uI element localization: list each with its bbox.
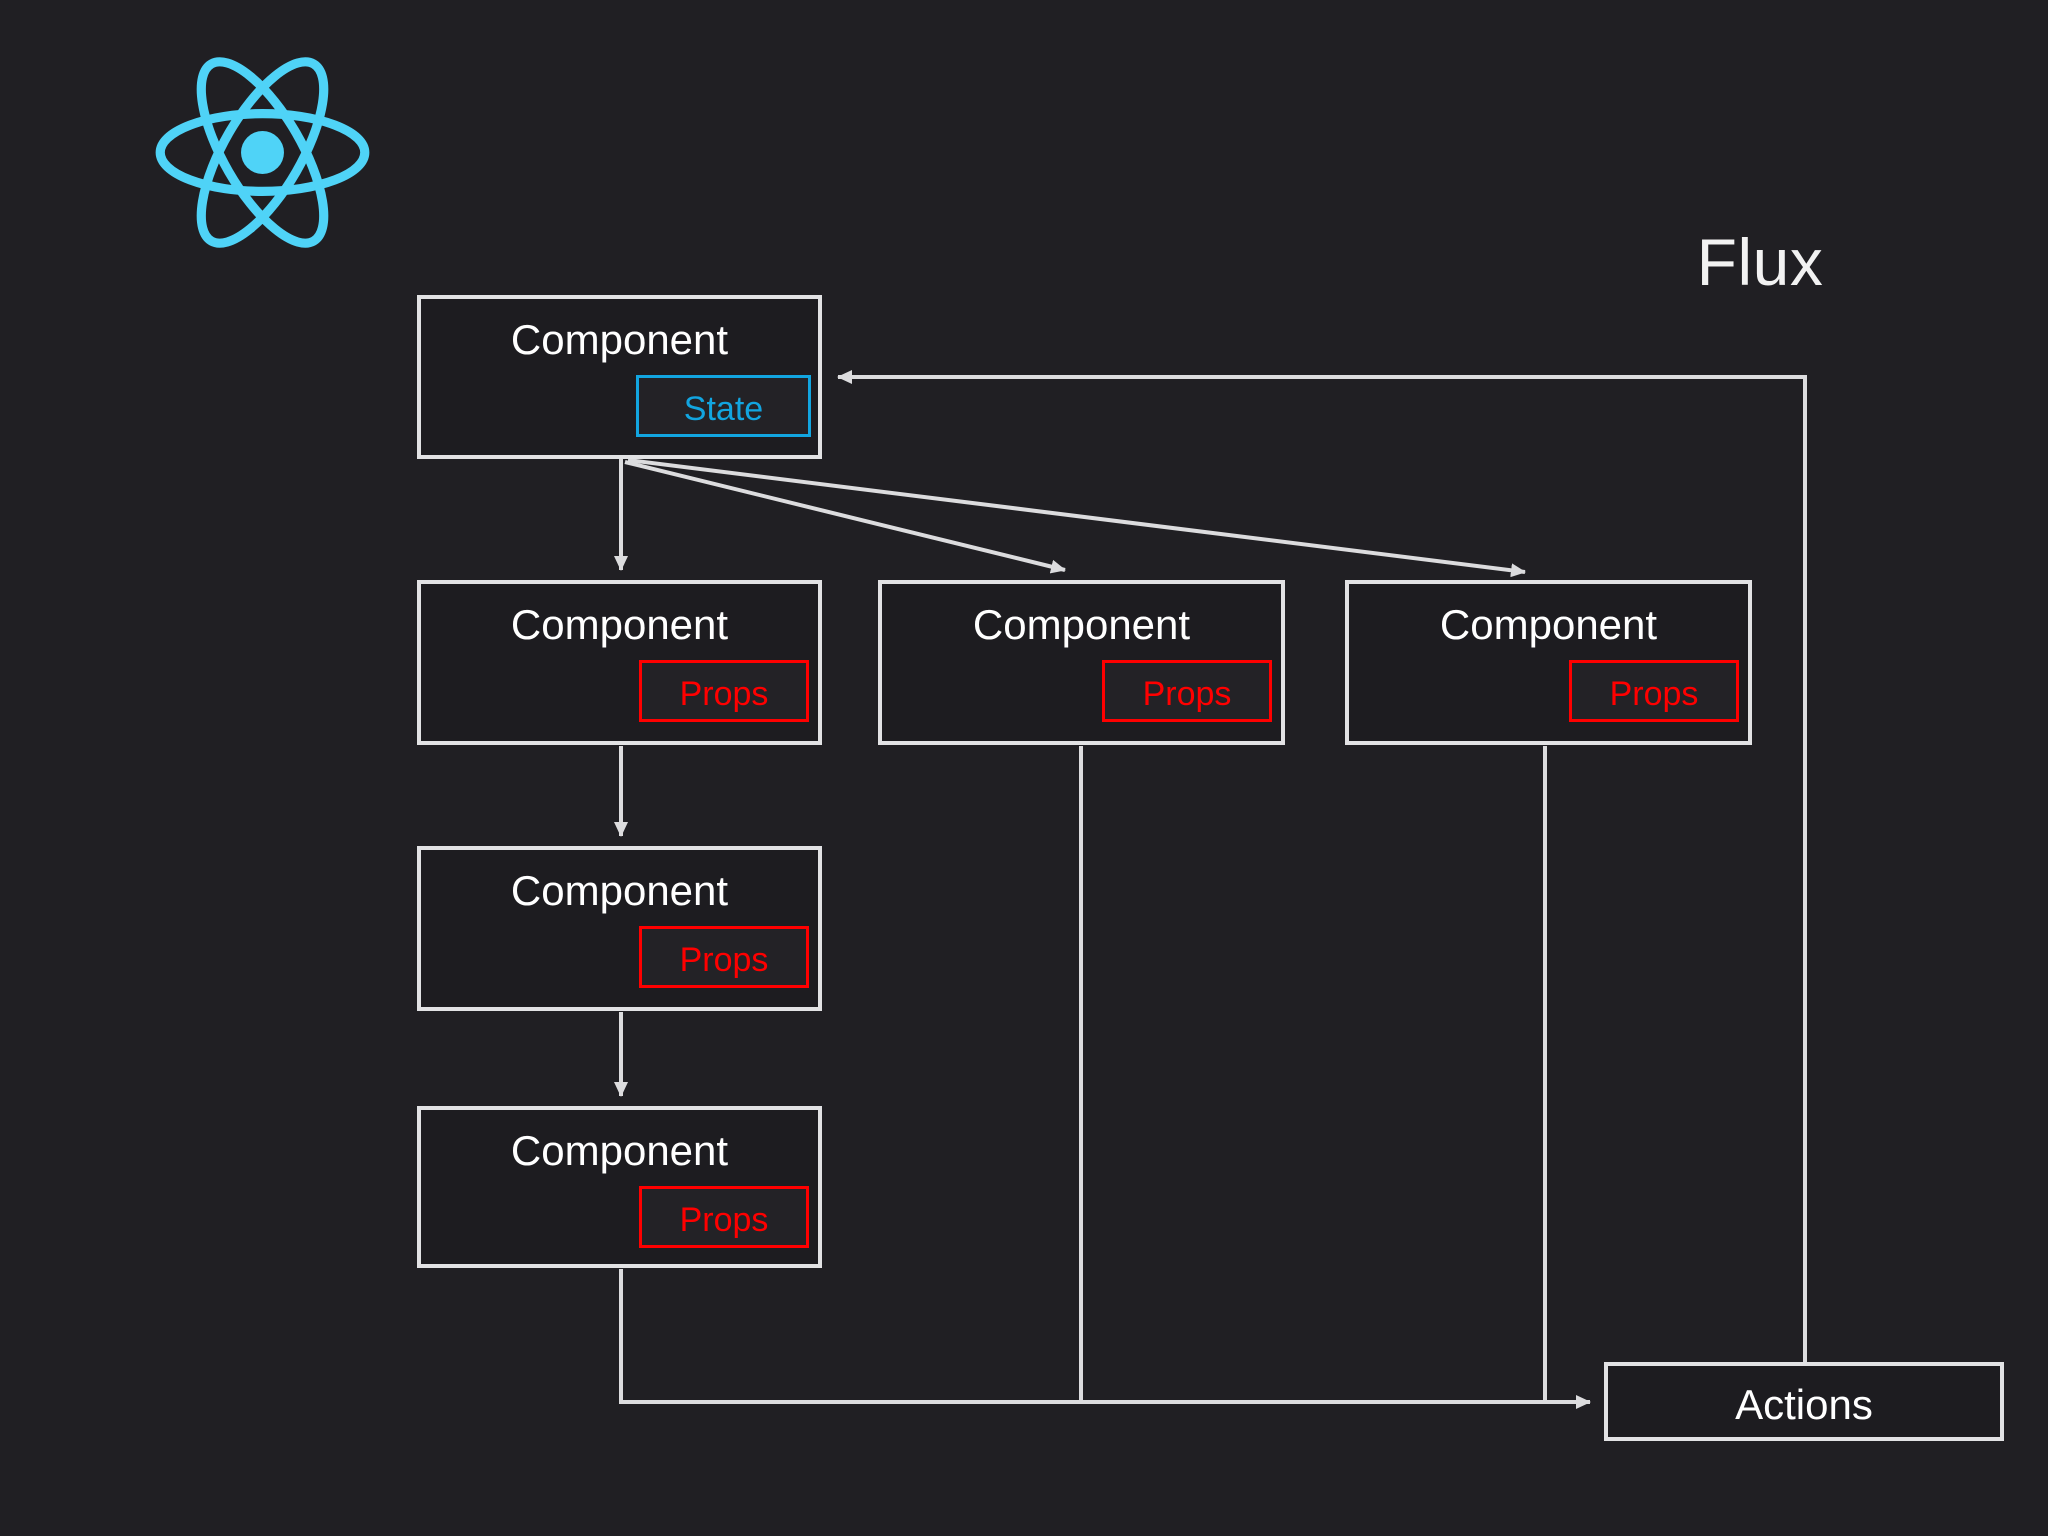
page-title: Flux (1696, 225, 1824, 299)
node-component-child-2[interactable]: Component Props (878, 580, 1285, 745)
node-label: Component (510, 867, 729, 914)
node-component-child-5[interactable]: Component Props (417, 1106, 822, 1268)
node-label: Component (510, 1127, 729, 1174)
edge-actions-root (837, 370, 1807, 1362)
node-label: Actions (1735, 1381, 1873, 1428)
react-logo-icon (150, 50, 375, 255)
node-actions[interactable]: Actions (1604, 1362, 2004, 1441)
props-badge: Props (639, 660, 809, 722)
node-component-child-3[interactable]: Component Props (1345, 580, 1752, 745)
node-component-child-1[interactable]: Component Props (417, 580, 822, 745)
node-label: Component (1439, 601, 1658, 648)
node-label: Component (510, 316, 729, 363)
edge-root-child-2 (624, 460, 1066, 574)
edge-root-child-3 (627, 458, 1526, 578)
props-badge: Props (1102, 660, 1272, 722)
node-label: Component (510, 601, 729, 648)
state-badge: State (636, 375, 811, 437)
props-badge: Props (1569, 660, 1739, 722)
props-badge: Props (639, 926, 809, 988)
edge-child-5-actions (619, 1269, 1591, 1409)
node-label: Component (972, 601, 1191, 648)
props-badge: Props (639, 1186, 809, 1248)
node-component-root[interactable]: Component State (417, 295, 822, 459)
node-component-child-4[interactable]: Component Props (417, 846, 822, 1011)
